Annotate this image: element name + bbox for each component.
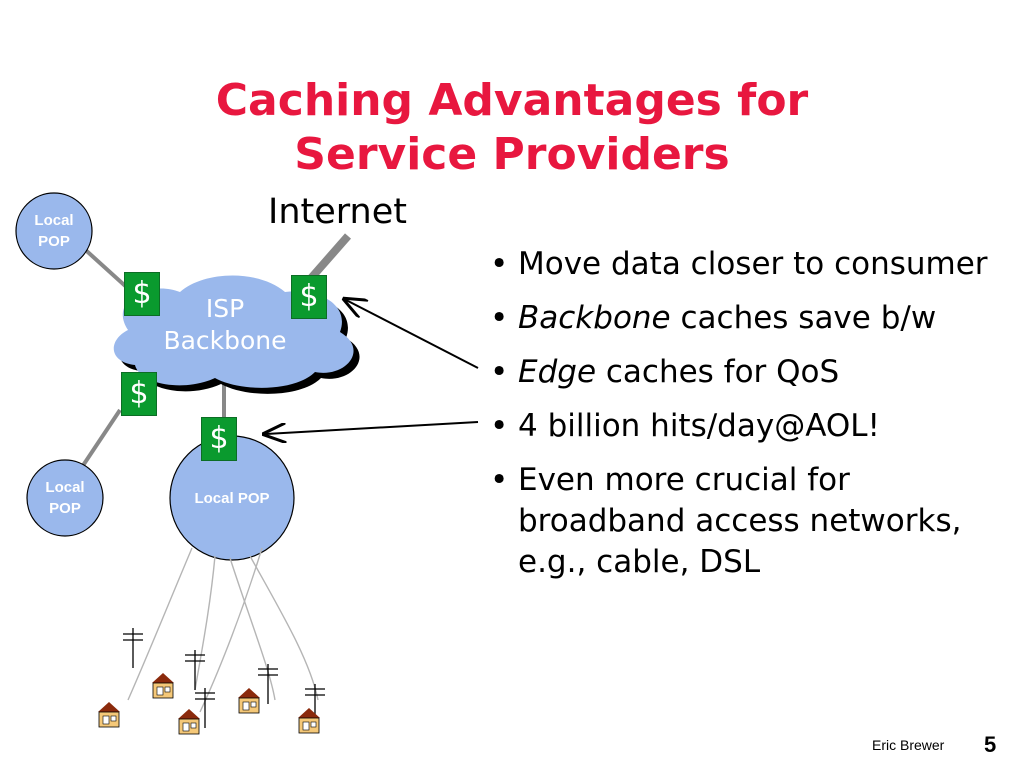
- bullet-text: caches save b/w: [670, 300, 937, 336]
- bullet-item: • Move data closer to consumer: [490, 244, 1020, 285]
- local-pop-top-line1: Local: [34, 212, 74, 229]
- internet-label: Internet: [268, 192, 407, 232]
- bullet-lead: Edge: [518, 354, 597, 390]
- edge-cache: $: [201, 417, 237, 461]
- bullet-item: • 4 billion hits/day@AOL!: [490, 406, 1020, 447]
- local-pop-top: [15, 192, 93, 270]
- bullet-text: Even more crucial for broadband access n…: [518, 462, 962, 580]
- link-bottom-pop: [78, 408, 122, 472]
- bullet-item: • Backbone caches save b/w: [490, 298, 1020, 339]
- bullet-dot-icon: •: [490, 300, 509, 336]
- slide-title: Caching Advantages for Service Providers: [0, 74, 1024, 182]
- bullet-dot-icon: •: [490, 354, 509, 390]
- bullet-lead: Backbone: [518, 300, 671, 336]
- bullet-dot-icon: •: [490, 408, 509, 444]
- bullet-item: • Even more crucial for broadband access…: [490, 460, 1020, 583]
- houses: [98, 673, 320, 735]
- title-line-1: Caching Advantages for: [215, 75, 809, 126]
- footer-author: Eric Brewer: [872, 737, 945, 753]
- bullet-text: Move data closer to consumer: [518, 246, 988, 282]
- local-pop-bottom: [26, 459, 104, 537]
- bullet-text: 4 billion hits/day@AOL!: [518, 408, 880, 444]
- bullet-list: • Move data closer to consumer • Backbon…: [490, 244, 1020, 596]
- local-pop-bottom-line1: Local: [45, 479, 85, 496]
- backbone-cache-left: $: [124, 272, 160, 316]
- local-pop-top-label: Local POP: [20, 210, 88, 252]
- house-icon: [152, 673, 174, 699]
- utility-poles: [123, 628, 325, 728]
- backbone-cache-lower: $: [121, 372, 157, 416]
- bullet-item: • Edge caches for QoS: [490, 352, 1020, 393]
- isp-label-line2: Backbone: [163, 326, 287, 355]
- bullet-dot-icon: •: [490, 246, 509, 282]
- page-number: 5: [984, 732, 997, 757]
- isp-backbone-label: ISP Backbone: [145, 293, 305, 357]
- local-pop-top-line2: POP: [38, 233, 70, 250]
- local-pop-bottom-label: Local POP: [31, 477, 99, 519]
- backbone-cache-right: $: [291, 275, 327, 319]
- bullet-text: caches for QoS: [596, 354, 840, 390]
- house-icon: [178, 709, 200, 735]
- local-pop-main-label: Local POP: [194, 490, 270, 507]
- title-line-2: Service Providers: [294, 129, 730, 180]
- arrow-backbone-cache: [346, 300, 479, 369]
- access-wires: [127, 547, 319, 713]
- house-icon: [98, 702, 120, 728]
- isp-label-line1: ISP: [205, 294, 245, 323]
- arrow-edge-cache: [266, 421, 479, 434]
- house-icon: [298, 708, 320, 734]
- local-pop-bottom-line2: POP: [49, 500, 81, 517]
- bullet-dot-icon: •: [490, 462, 509, 498]
- link-top-pop: [78, 243, 134, 294]
- house-icon: [238, 688, 260, 714]
